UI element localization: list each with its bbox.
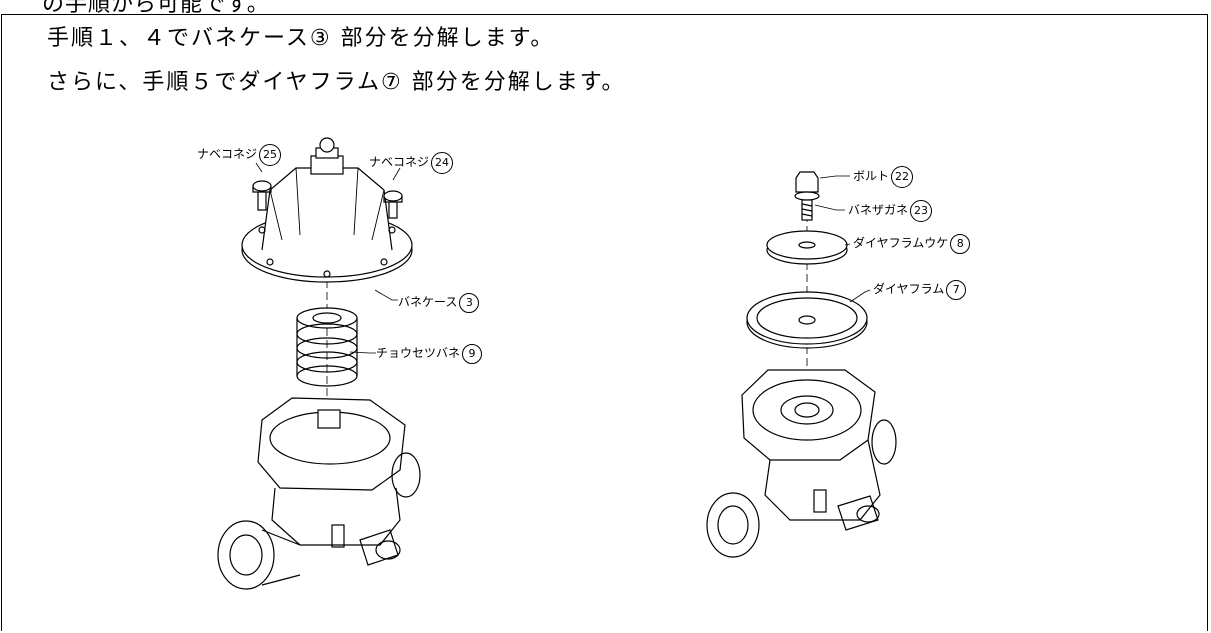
callout-number-7: 7 <box>946 280 967 300</box>
bolt-part <box>794 171 820 221</box>
right-exploded-view <box>706 171 897 558</box>
instruction-line-1: 手順１、４でバネケース③ 部分を分解します。 <box>47 26 555 51</box>
spring-case-part <box>241 137 413 283</box>
callout-number-23: 23 <box>910 200 933 222</box>
left-valve-body <box>217 397 421 590</box>
callout-number-25: 25 <box>259 144 282 166</box>
left-exploded-view <box>217 137 421 590</box>
adjusting-spring-part <box>296 307 358 387</box>
screw-24 <box>383 190 403 219</box>
callout-number-9: 9 <box>462 344 483 364</box>
diaphragm-part <box>746 291 868 349</box>
callout-number-8: 8 <box>950 234 971 254</box>
instruction-line-2: さらに、手順５でダイヤフラム⑦ 部分を分解します。 <box>47 70 626 95</box>
diaphragm-holder-part <box>766 230 848 265</box>
right-valve-body <box>706 369 897 558</box>
previous-section-fragment: の手順から可能です。 <box>42 0 270 17</box>
screw-25 <box>252 180 272 211</box>
callout-number-3: 3 <box>459 293 480 313</box>
instruction-frame <box>1 14 1208 631</box>
callout-number-22: 22 <box>891 166 914 188</box>
callout-number-24: 24 <box>431 152 454 174</box>
